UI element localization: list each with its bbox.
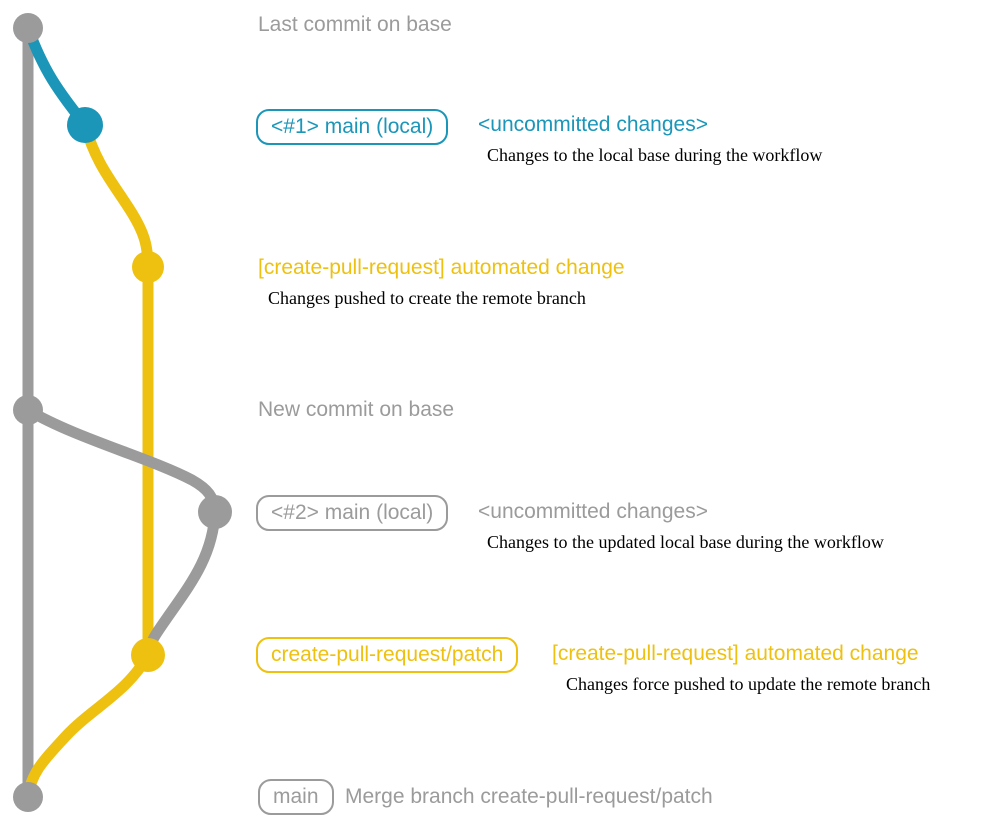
commit-node-new-commit-on-base (13, 395, 43, 425)
commit-node-uncommitted-changes-1 (67, 107, 103, 143)
annotation-last-commit-on-base: Last commit on base (258, 13, 452, 36)
commit-desc-uncommitted-changes-2: Changes to the updated local base during… (487, 532, 884, 552)
commit-desc-automated-change-2: Changes force pushed to update the remot… (566, 674, 931, 694)
commit-title-automated-change-2: [create-pull-request] automated change (552, 642, 919, 665)
commit-title-merge-commit: Merge branch create-pull-request/patch (345, 785, 713, 808)
annotation-new-commit-on-base: New commit on base (258, 398, 455, 421)
branch-patch-curve-top (79, 119, 154, 273)
commit-node-automated-change-1 (132, 251, 164, 283)
commit-title-uncommitted-changes-2: <uncommitted changes> (478, 500, 708, 523)
commit-node-automated-change-2 (131, 638, 165, 672)
branch-local-2-curve-top (22, 404, 221, 518)
commit-graph (13, 13, 232, 812)
branch-label-main-local-1: <#1> main (local) (256, 109, 449, 145)
branch-merge-curve (22, 649, 154, 803)
branch-label-main: main (258, 779, 334, 815)
commit-node-last-commit-on-base (13, 13, 43, 43)
commit-node-uncommitted-changes-2 (198, 495, 232, 529)
branch-local-2-curve-bottom (142, 506, 221, 661)
commit-node-merge-commit (13, 782, 43, 812)
commit-title-automated-change-1: [create-pull-request] automated change (258, 256, 625, 279)
branch-label-main-local-2: <#2> main (local) (256, 495, 449, 531)
commit-desc-uncommitted-changes-1: Changes to the local base during the wor… (487, 145, 823, 165)
commit-desc-automated-change-1: Changes pushed to create the remote bran… (268, 288, 586, 308)
branch-label-create-pull-request-patch: create-pull-request/patch (256, 637, 519, 673)
commit-title-uncommitted-changes-1: <uncommitted changes> (478, 113, 708, 136)
